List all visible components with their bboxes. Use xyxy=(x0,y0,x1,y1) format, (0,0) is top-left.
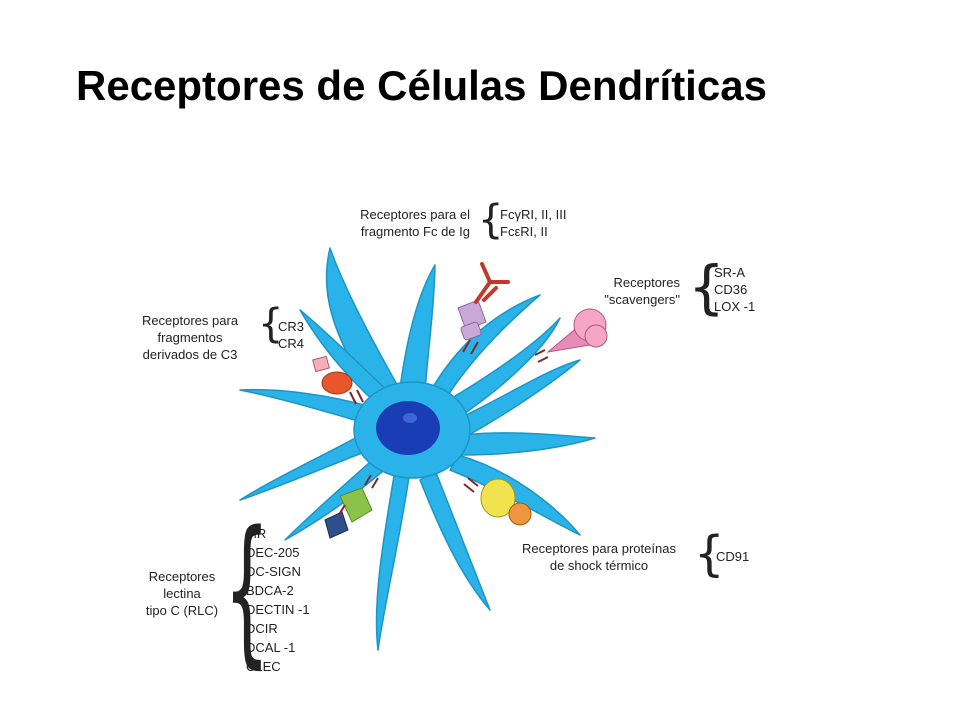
cell-process xyxy=(325,247,401,399)
cell-process xyxy=(461,432,596,456)
heatshock-receptor-label: Receptores para proteínas de shock térmi… xyxy=(522,541,676,573)
list-item: CLEC xyxy=(246,659,281,674)
page-title: Receptores de Células Dendríticas xyxy=(76,62,767,109)
list-item: LOX -1 xyxy=(714,299,756,314)
scavenger-receptor-list: SR-A CD36 LOX -1 xyxy=(714,264,755,315)
list-item: DECTIN -1 xyxy=(246,602,310,617)
scavenger-receptor-label: Receptores "scavengers" xyxy=(604,275,680,307)
heatshock-receptor-list: CD91 xyxy=(716,548,749,565)
scavenger-receptor xyxy=(534,308,608,363)
cell-process xyxy=(239,429,376,501)
c3-receptor xyxy=(312,355,364,405)
c3-receptor-list: CR3 CR4 xyxy=(278,318,304,352)
list-item: CD36 xyxy=(714,282,748,297)
list-item: DCAL -1 xyxy=(246,640,296,655)
list-item: CR3 xyxy=(278,319,305,334)
lectin-receptor-label: Receptores lectina tipo C (RLC) xyxy=(145,569,219,618)
list-item: DCIR xyxy=(246,621,278,636)
heatshock-receptor xyxy=(463,477,532,526)
c3-fragment-icon xyxy=(312,355,330,373)
lectin-brace: { xyxy=(224,496,270,683)
list-item: CR4 xyxy=(278,336,305,351)
scavenger-brace: { xyxy=(688,253,725,321)
fc-brace: { xyxy=(478,197,504,243)
cell-process xyxy=(454,359,581,441)
nucleus xyxy=(376,401,440,455)
lectin-receptors xyxy=(324,474,379,539)
list-item: FcγRI, II, III xyxy=(500,207,567,222)
fc-receptor-label: Receptores para el fragmento Fc de Ig xyxy=(360,207,470,239)
heatshock-brace: { xyxy=(694,526,725,582)
list-item: FcεRI, II xyxy=(500,224,548,239)
list-item: MR xyxy=(246,526,267,541)
list-item: BDCA-2 xyxy=(246,583,294,598)
list-item: DC-SIGN xyxy=(246,564,301,579)
cell-process xyxy=(439,317,561,421)
heatshock-protein-icon xyxy=(508,502,532,526)
lectin-receptor-list: MR DEC-205 DC-SIGN BDCA-2 DECTIN -1 DCIR… xyxy=(246,524,310,676)
list-item: SR-A xyxy=(714,265,746,280)
cell-process xyxy=(399,264,436,393)
cell-process xyxy=(375,469,411,651)
fc-receptor-list: FcγRI, II, III FcεRI, II xyxy=(500,206,566,240)
cell-process xyxy=(429,294,541,401)
dendritic-cell xyxy=(239,247,596,651)
list-item: DEC-205 xyxy=(246,545,300,560)
nucleus-highlight xyxy=(403,413,417,423)
antibody-icon xyxy=(474,262,510,304)
list-item: CD91 xyxy=(716,549,750,564)
cell-process xyxy=(419,469,491,611)
c3-brace: { xyxy=(258,301,284,347)
c3-receptor-label: Receptores para fragmentos derivados de … xyxy=(141,313,239,362)
fc-receptor xyxy=(457,262,510,355)
